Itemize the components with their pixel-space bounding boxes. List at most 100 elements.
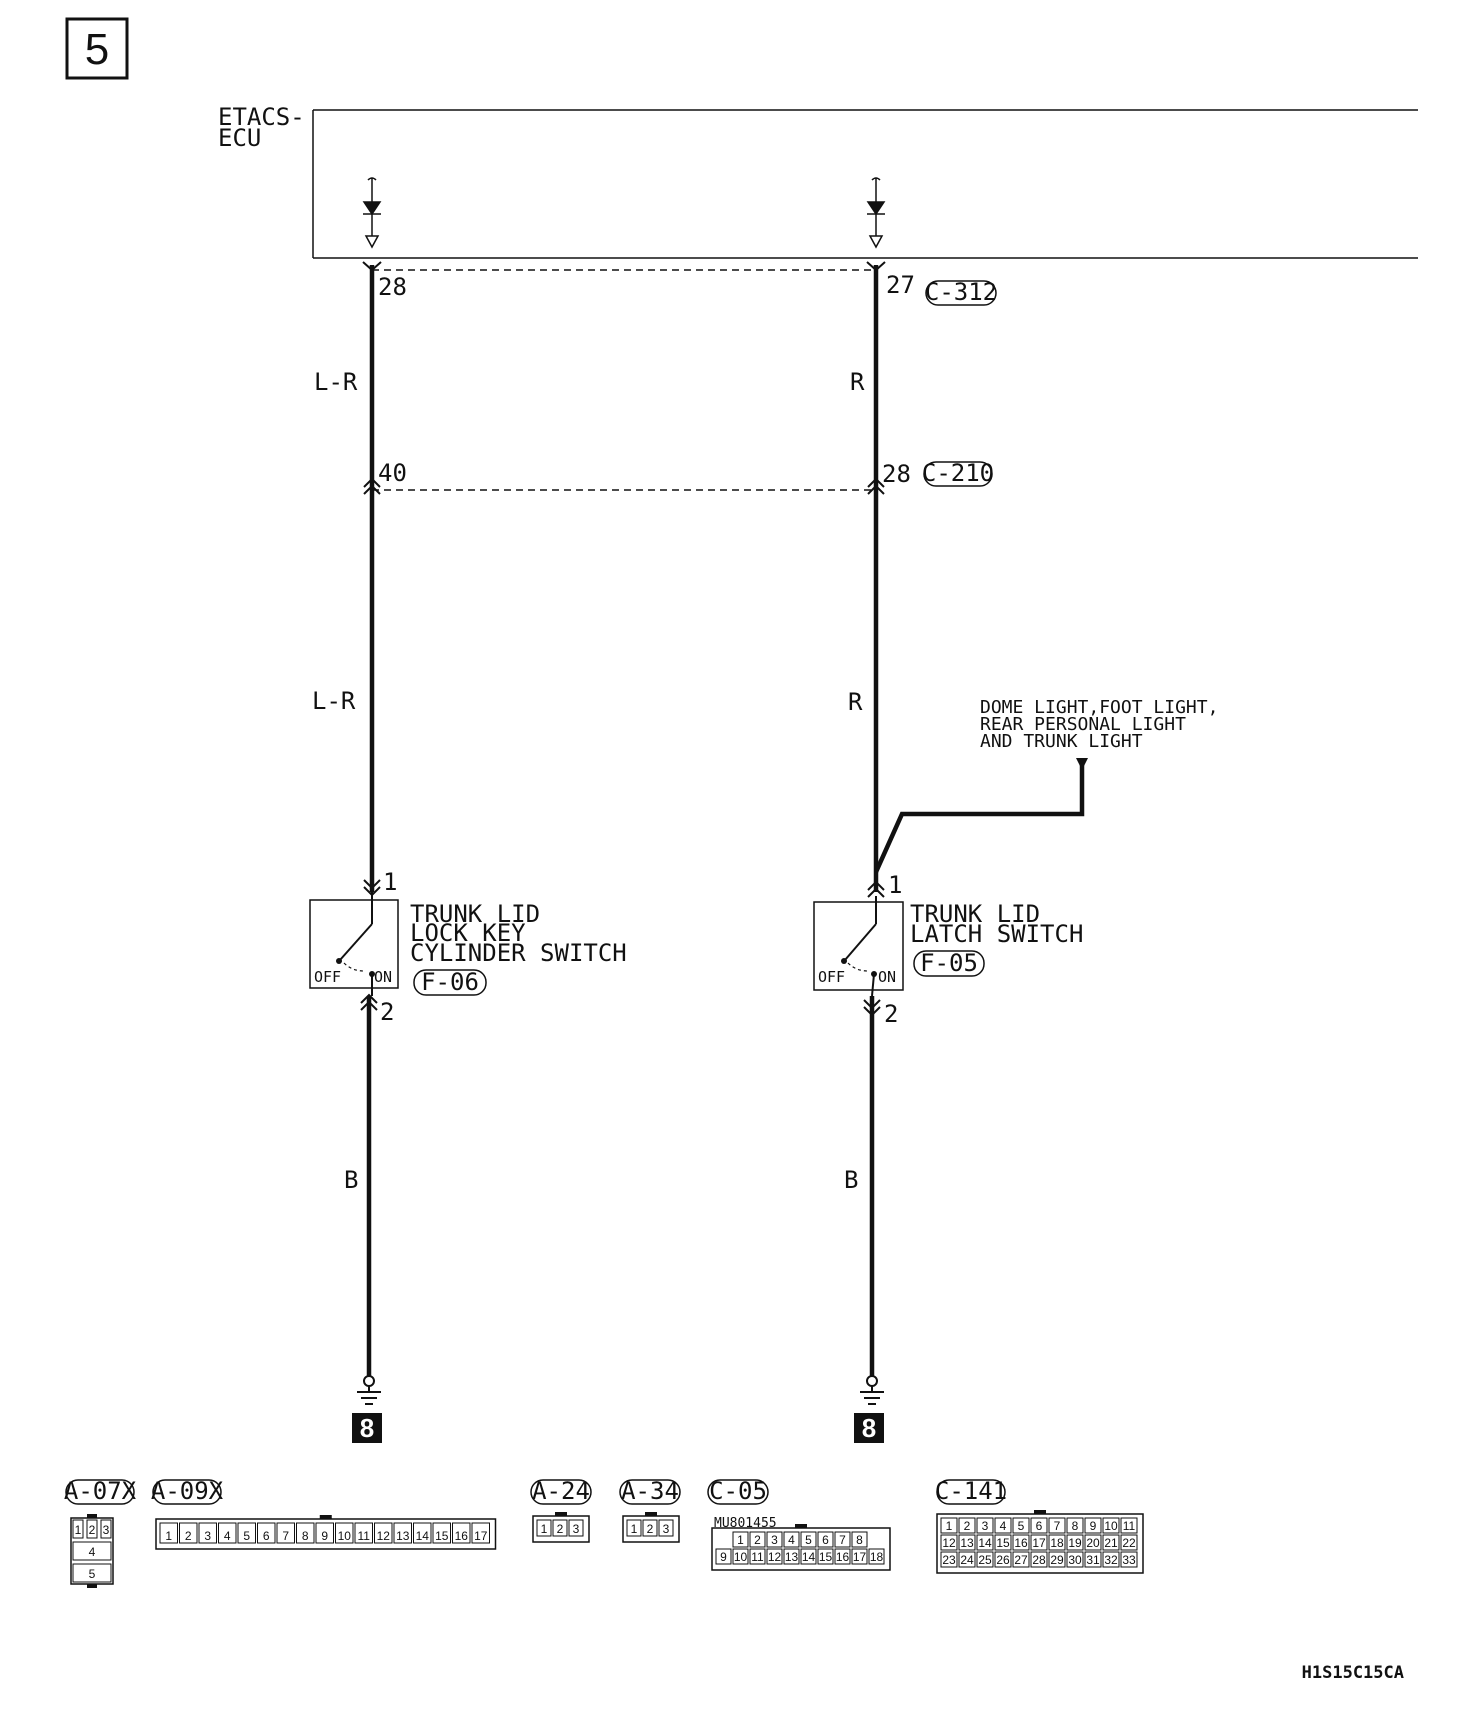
connector-id: A-07X: [64, 1477, 137, 1505]
right-branch-label-2: REAR PERSONAL LIGHT: [980, 714, 1186, 735]
pin-label: 4: [1000, 1519, 1007, 1533]
pin-label: 8: [856, 1533, 863, 1547]
pin-label: 14: [802, 1550, 816, 1564]
connector-id: A-24: [532, 1477, 590, 1505]
right-switch-off: OFF: [818, 968, 845, 986]
right-switch-name-2: LATCH SWITCH: [910, 920, 1083, 948]
left-switch-on: ON: [374, 968, 392, 986]
pin-label: 3: [573, 1522, 580, 1536]
pin-label: 24: [960, 1553, 974, 1567]
right-junction-connector-tag: C-210: [922, 459, 994, 487]
pin-label: 28: [1032, 1553, 1046, 1567]
pin-label: 3: [204, 1529, 211, 1543]
right-switch-connector-tag: F-05: [913, 949, 985, 977]
ecu-label-line1: ETACS-: [218, 103, 305, 131]
pin-label: 1: [165, 1529, 172, 1543]
right-ecu-connector: C-312: [925, 278, 997, 306]
pin-label: 4: [788, 1533, 795, 1547]
pin-label: 10: [1104, 1519, 1118, 1533]
pin-label: 5: [1018, 1519, 1025, 1533]
pin-label: 25: [978, 1553, 992, 1567]
pin-label: 31: [1086, 1553, 1100, 1567]
pin-label: 20: [1086, 1536, 1100, 1550]
pin-label: 11: [358, 1529, 371, 1543]
pin-label: 12: [942, 1536, 956, 1550]
connector-id: C-05: [709, 1477, 767, 1505]
pin-label: 5: [805, 1533, 812, 1547]
pin-label: 2: [647, 1522, 654, 1536]
pin-label: 13: [960, 1536, 974, 1550]
left-switch-name-1: TRUNK LID: [410, 900, 540, 928]
pin-label: 4: [224, 1529, 231, 1543]
pin-label: 7: [839, 1533, 846, 1547]
right-branch-label-1: DOME LIGHT,FOOT LIGHT,: [980, 697, 1218, 718]
pin-label: 2: [89, 1523, 96, 1537]
pin-label: 6: [1036, 1519, 1043, 1533]
left-ground-ref: 8: [352, 1413, 382, 1443]
pin-label: 18: [1050, 1536, 1064, 1550]
pin-label: 3: [982, 1519, 989, 1533]
right-ecu-pin: 27: [886, 271, 915, 299]
trunk-lid-latch-switch: OFF ON: [813, 896, 904, 997]
pin-label: 12: [377, 1529, 391, 1543]
pin-label: 15: [435, 1529, 449, 1543]
pin-label: 17: [474, 1529, 488, 1543]
right-switch-on: ON: [878, 968, 896, 986]
pin-label: 17: [1032, 1536, 1046, 1550]
pin-label: 10: [734, 1550, 748, 1564]
pin-label: 15: [996, 1536, 1010, 1550]
pin-label: 10: [338, 1529, 352, 1543]
right-switch-name-1: TRUNK LID: [910, 900, 1040, 928]
left-wire-color-lower: B: [344, 1166, 358, 1194]
pin-label: 23: [942, 1553, 956, 1567]
pin-label: 7: [282, 1529, 289, 1543]
pin-label: 22: [1122, 1536, 1136, 1550]
pin-label: 29: [1050, 1553, 1064, 1567]
pin-label: 2: [754, 1533, 761, 1547]
pin-label: 3: [663, 1522, 670, 1536]
pin-label: 6: [822, 1533, 829, 1547]
left-switch-pin-bottom: 2: [380, 998, 394, 1026]
pin-label: 11: [1123, 1519, 1136, 1533]
right-branch-wire: [873, 762, 1085, 873]
pin-label: 13: [396, 1529, 410, 1543]
figure-code: H1S15C15CA: [1302, 1663, 1404, 1683]
trunk-lid-lock-key-cylinder-switch: OFF ON: [309, 892, 399, 996]
left-switch-name-3: CYLINDER SWITCH: [410, 939, 627, 967]
pin-label: 6: [263, 1529, 270, 1543]
right-wire-color-upper: R: [850, 368, 865, 396]
pin-label: 32: [1104, 1553, 1118, 1567]
pin-label: 3: [771, 1533, 778, 1547]
pin-label: 4: [89, 1545, 96, 1559]
pin-label: 1: [75, 1523, 82, 1537]
left-switch-connector-tag: F-06: [413, 968, 487, 996]
left-ground-symbol: [357, 1375, 381, 1405]
pin-label: 1: [631, 1522, 638, 1536]
left-junction-pin: 40: [378, 459, 407, 487]
pin-label: 16: [1014, 1536, 1028, 1550]
pin-label: 30: [1068, 1553, 1082, 1567]
left-wire-color-middle: L-R: [312, 687, 356, 715]
pin-label: 1: [946, 1519, 953, 1533]
left-connector-marks: [360, 261, 382, 1011]
right-branch-arrow: [1076, 758, 1088, 770]
left-wire-color-upper: L-R: [314, 368, 358, 396]
right-connector-marks: [863, 261, 886, 1017]
connector-id: A-34: [621, 1477, 679, 1505]
pin-label: 2: [557, 1522, 564, 1536]
left-switch-pin-top: 1: [383, 868, 397, 896]
left-switch-connector: F-06: [421, 968, 479, 996]
pin-label: 18: [870, 1550, 884, 1564]
pin-label: 12: [768, 1550, 782, 1564]
pin-label: 5: [243, 1529, 250, 1543]
connector-id: A-09X: [151, 1477, 224, 1505]
pin-label: 5: [89, 1567, 96, 1581]
left-ecu-pin: 28: [378, 273, 407, 301]
pin-label: 16: [455, 1529, 469, 1543]
